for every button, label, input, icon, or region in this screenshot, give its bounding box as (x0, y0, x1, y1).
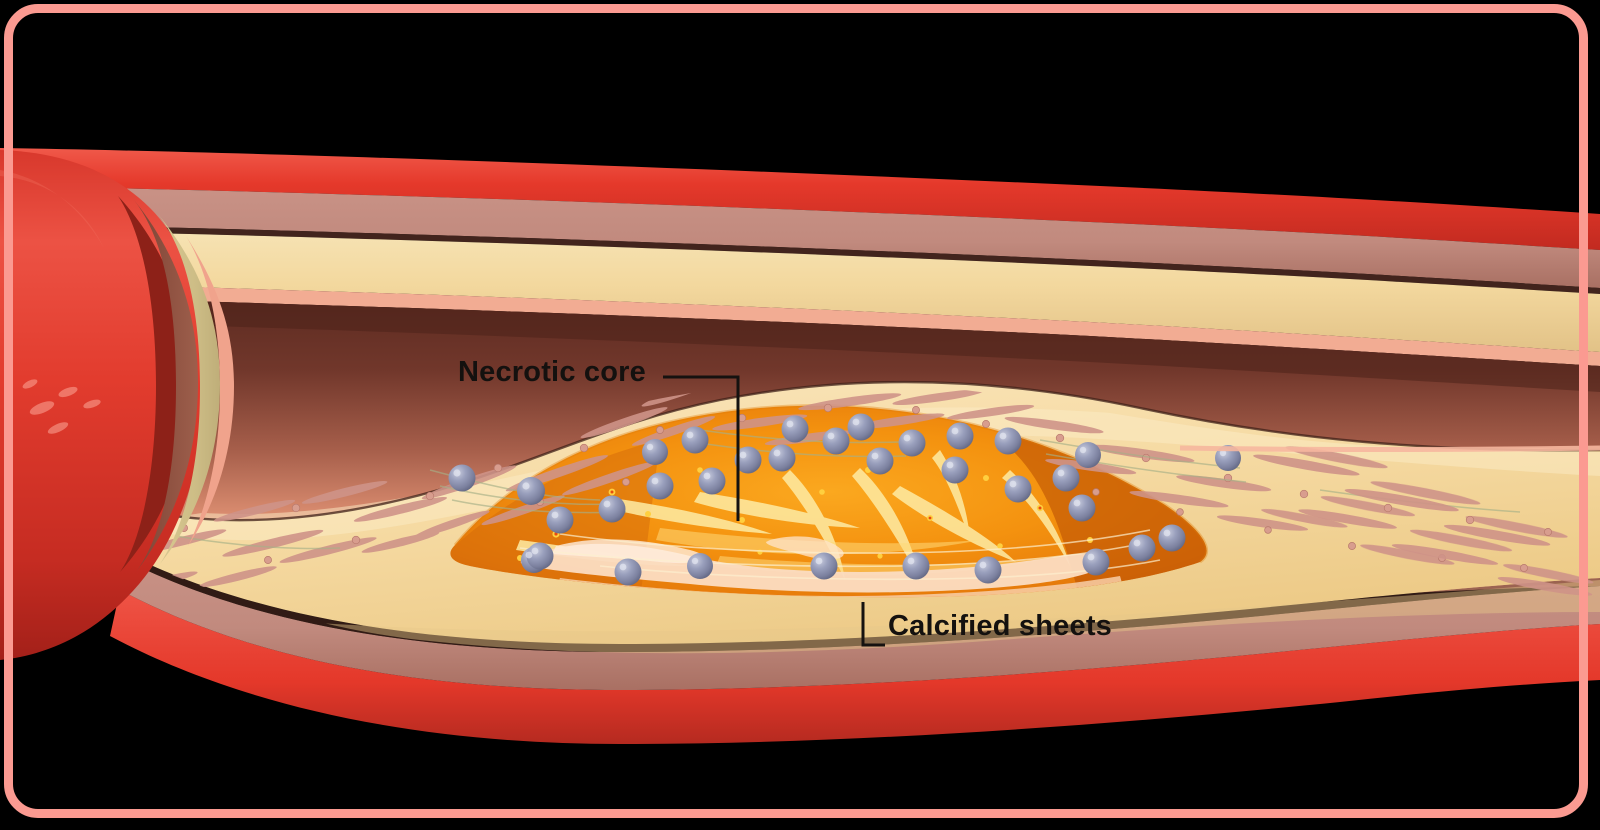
ring-lamina (158, 214, 220, 564)
intima-top (0, 282, 1600, 366)
media-top (0, 186, 1600, 288)
leader-necrotic-core (663, 375, 740, 521)
ring-media (134, 200, 198, 572)
leader-calcified-sheets (861, 602, 885, 647)
calcified-nodules (448, 413, 1241, 586)
cap-boundary-line (99, 380, 1600, 522)
label-necrotic-core: Necrotic core (458, 356, 646, 388)
adventitia-top (0, 148, 1600, 250)
core-edge (453, 404, 1209, 564)
media-bottom (110, 552, 1600, 690)
elastic-lamina-top (0, 230, 1600, 352)
label-calcified-sheets: Calcified sheets (888, 610, 1113, 642)
vessel-surface-highlights (22, 379, 101, 434)
adventitia-bottom (110, 590, 1600, 744)
intima-floor-right (1179, 445, 1600, 452)
lumen-shadow (0, 296, 1600, 392)
ring-intima (186, 236, 234, 546)
right-cap-cells (1253, 454, 1593, 596)
